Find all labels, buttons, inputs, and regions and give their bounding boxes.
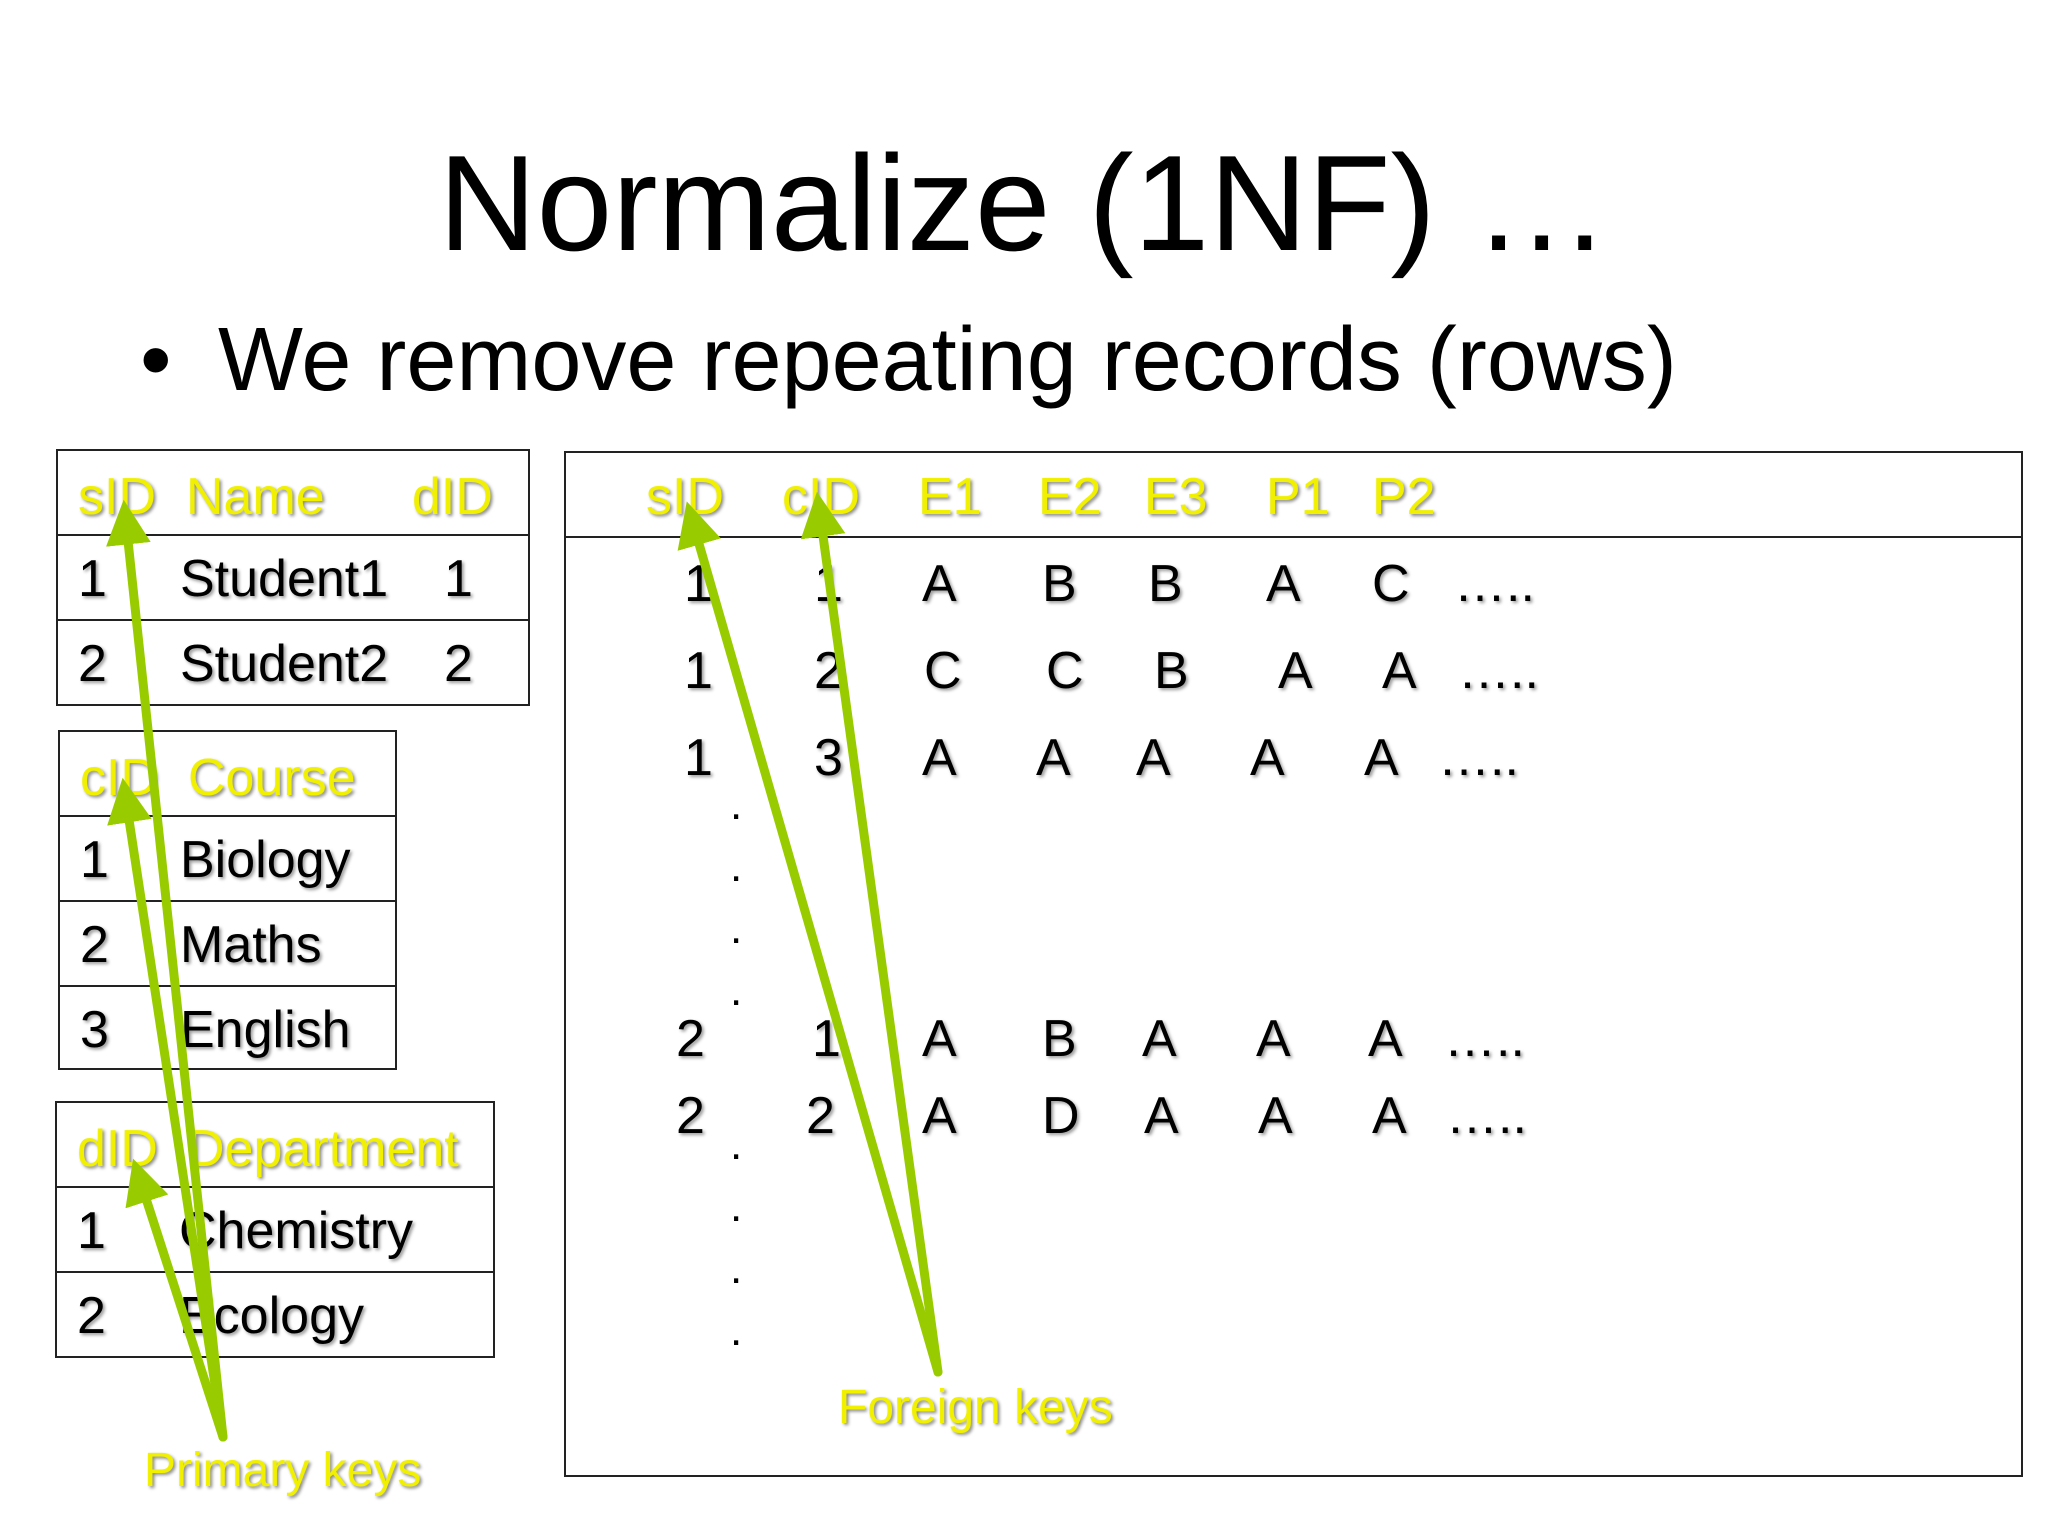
grades-cell: A bbox=[1382, 642, 1417, 700]
grades-header-e1: E1 bbox=[918, 468, 982, 526]
ellipsis-dot: . bbox=[730, 966, 743, 1015]
departments-table: dID Department 1 Chemistry 2 Ecology bbox=[55, 1101, 495, 1358]
grades-cell: ….. bbox=[1458, 642, 1539, 700]
grades-cell: A bbox=[922, 1010, 957, 1068]
foreign-keys-label: Foreign keys bbox=[838, 1381, 1113, 1434]
grades-table: sID cID E1 E2 E3 P1 P2 1 1 A B B A C …..… bbox=[564, 451, 2023, 1477]
courses-cell: Biology bbox=[180, 831, 351, 889]
ellipsis-dot: . bbox=[730, 1244, 743, 1293]
grades-cell: B bbox=[1042, 555, 1077, 613]
courses-cell: 3 bbox=[80, 1001, 109, 1059]
courses-cell: Maths bbox=[180, 916, 322, 974]
grades-header-cid: cID bbox=[782, 468, 860, 526]
departments-header-department: Department bbox=[187, 1120, 459, 1178]
grades-cell: A bbox=[1258, 1087, 1293, 1145]
grades-header-p2: P2 bbox=[1372, 468, 1436, 526]
grades-cell: B bbox=[1154, 642, 1189, 700]
grades-cell: A bbox=[1250, 729, 1285, 787]
departments-cell: Ecology bbox=[179, 1287, 364, 1345]
grades-cell: A bbox=[1144, 1087, 1179, 1145]
departments-header-did: dID bbox=[77, 1120, 158, 1178]
grades-cell: A bbox=[1266, 555, 1301, 613]
departments-cell: 2 bbox=[77, 1287, 106, 1345]
grades-cell: ….. bbox=[1454, 555, 1535, 613]
grades-cell: C bbox=[924, 642, 962, 700]
grades-cell: 2 bbox=[806, 1087, 835, 1145]
grades-cell: A bbox=[1142, 1010, 1177, 1068]
grades-cell: 2 bbox=[814, 642, 843, 700]
grades-cell: A bbox=[1368, 1010, 1403, 1068]
grades-cell: D bbox=[1042, 1087, 1080, 1145]
ellipsis-dot: . bbox=[730, 904, 743, 953]
ellipsis-dot: . bbox=[730, 1182, 743, 1231]
grades-cell: 1 bbox=[684, 729, 713, 787]
students-cell: 1 bbox=[444, 550, 473, 608]
grades-cell: A bbox=[1036, 729, 1071, 787]
grades-cell: C bbox=[1372, 555, 1410, 613]
departments-cell: Chemistry bbox=[179, 1202, 414, 1260]
grades-header-e3: E3 bbox=[1144, 468, 1208, 526]
ellipsis-dot: . bbox=[730, 1120, 743, 1169]
students-cell: Student1 bbox=[180, 550, 389, 608]
grades-cell: A bbox=[922, 1087, 957, 1145]
grades-cell: ….. bbox=[1444, 1010, 1525, 1068]
grades-cell: 1 bbox=[684, 642, 713, 700]
bullet-text: We remove repeating records (rows) bbox=[218, 310, 1677, 410]
grades-cell: B bbox=[1042, 1010, 1077, 1068]
departments-cell: 1 bbox=[77, 1202, 106, 1260]
grades-cell: A bbox=[1256, 1010, 1291, 1068]
students-cell: 2 bbox=[444, 635, 473, 693]
grades-cell: C bbox=[1046, 642, 1084, 700]
grades-cell: 2 bbox=[676, 1010, 705, 1068]
students-header-did: dID bbox=[412, 468, 493, 526]
students-cell: 1 bbox=[78, 550, 107, 608]
grades-cell: A bbox=[1372, 1087, 1407, 1145]
grades-cell: 1 bbox=[812, 1010, 841, 1068]
courses-cell: English bbox=[180, 1001, 351, 1059]
bullet-dot-icon: • bbox=[140, 310, 172, 410]
courses-header-course: Course bbox=[188, 749, 356, 807]
grades-cell: A bbox=[1136, 729, 1171, 787]
students-cell: 2 bbox=[78, 635, 107, 693]
grades-cell: 1 bbox=[814, 555, 843, 613]
courses-header-cid: cID bbox=[80, 749, 158, 807]
grades-header-p1: P1 bbox=[1266, 468, 1330, 526]
students-header-name: Name bbox=[186, 468, 325, 526]
grades-cell: A bbox=[1278, 642, 1313, 700]
students-cell: Student2 bbox=[180, 635, 389, 693]
grades-cell: ….. bbox=[1446, 1087, 1527, 1145]
grades-header-sid: sID bbox=[646, 468, 724, 526]
grades-cell: A bbox=[922, 555, 957, 613]
grades-header-e2: E2 bbox=[1038, 468, 1102, 526]
grades-cell: A bbox=[1364, 729, 1399, 787]
grades-cell: A bbox=[922, 729, 957, 787]
grades-cell: B bbox=[1148, 555, 1183, 613]
ellipsis-dot: . bbox=[730, 780, 743, 829]
primary-keys-label: Primary keys bbox=[144, 1444, 422, 1497]
grades-cell: 2 bbox=[676, 1087, 705, 1145]
ellipsis-dot: . bbox=[730, 1306, 743, 1355]
students-header-sid: sID bbox=[78, 468, 156, 526]
grades-cell: 1 bbox=[684, 555, 713, 613]
courses-table: cID Course 1 Biology 2 Maths 3 English bbox=[58, 730, 397, 1070]
bullet-point: • We remove repeating records (rows) bbox=[140, 305, 1677, 415]
courses-cell: 2 bbox=[80, 916, 109, 974]
grades-cell: ….. bbox=[1438, 729, 1519, 787]
courses-cell: 1 bbox=[80, 831, 109, 889]
students-table: sID Name dID 1 Student1 1 2 Student2 2 bbox=[56, 449, 530, 706]
slide-title: Normalize (1NF) … bbox=[438, 127, 1610, 279]
grades-cell: 3 bbox=[814, 729, 843, 787]
ellipsis-dot: . bbox=[730, 842, 743, 891]
